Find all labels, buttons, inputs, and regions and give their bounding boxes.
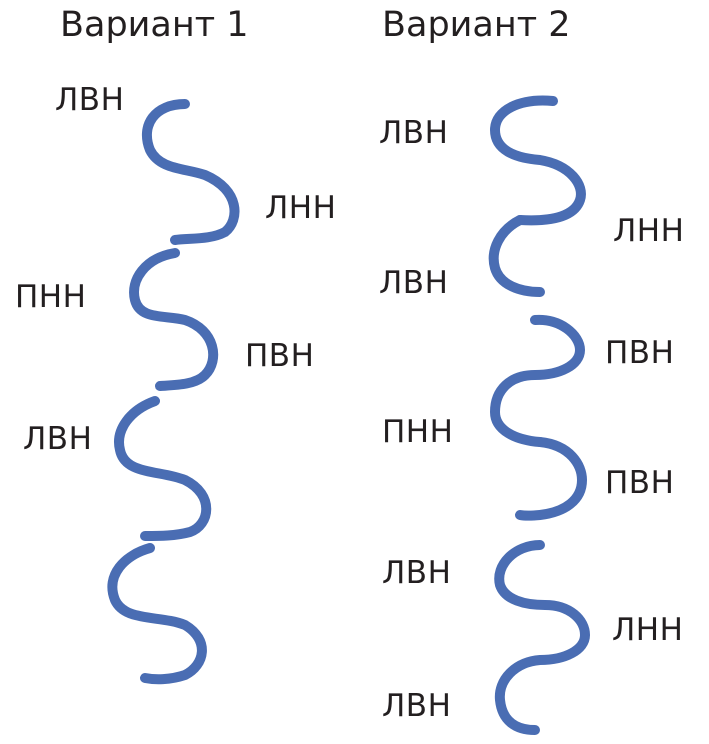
variant2-label-6: ПВН: [605, 465, 675, 501]
variant1-label-5: ЛВН: [23, 421, 93, 457]
variant2-curves: [488, 95, 591, 735]
variant1-curve-segment-4: [107, 543, 207, 685]
variant2-label-9: ЛВН: [382, 688, 452, 724]
variant2-curve-segment-3: [489, 314, 586, 447]
variant2-curve-segment-4: [515, 437, 588, 521]
variant1-label-4: ПВН: [245, 338, 315, 374]
variant1-curve-segment-3: [114, 396, 212, 541]
variant1-curve-segment-2: [129, 248, 219, 391]
variant2-label-1: ЛВН: [379, 115, 449, 151]
variant1-curves: [107, 99, 240, 685]
variant2-curve-segment-2: [488, 215, 545, 297]
variant2-label-2: ЛНН: [613, 213, 685, 249]
variant1-label-3: ПНН: [15, 279, 87, 315]
variant1-label-2: ЛНН: [265, 190, 337, 226]
variant2-label-3: ЛВН: [379, 265, 449, 301]
variant2-label-8: ЛНН: [612, 612, 684, 648]
variant2-label-4: ПВН: [605, 335, 675, 371]
variant2-label-5: ПНН: [382, 414, 454, 450]
variant1-title: Вариант 1: [60, 5, 249, 45]
variant2-title: Вариант 2: [382, 5, 571, 45]
variant2-label-7: ЛВН: [382, 555, 452, 591]
variant1-label-1: ЛВН: [55, 82, 125, 118]
variant2-curve-segment-1: [489, 95, 586, 226]
variant1-curve-segment-1: [141, 99, 240, 245]
variant2-curve-segment-5: [494, 540, 591, 735]
